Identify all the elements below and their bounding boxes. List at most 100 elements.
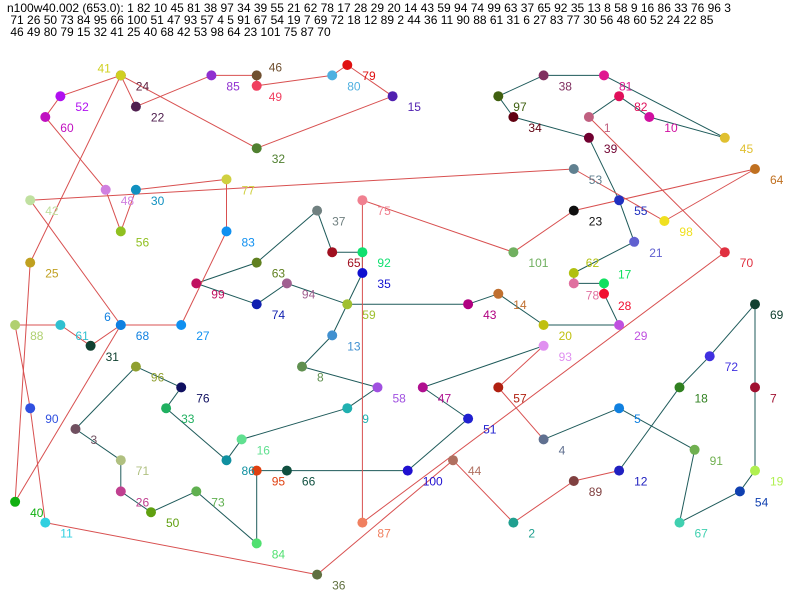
node-label-72: 72: [725, 360, 739, 374]
tour-edge-87-70: [362, 251, 726, 524]
node-100: [402, 465, 413, 476]
tour-edge-94-74: [256, 282, 288, 305]
tour-edge-22-85: [135, 74, 212, 108]
node-8: [297, 361, 307, 372]
node-label-75: 75: [377, 204, 391, 218]
node-label-60: 60: [60, 121, 74, 135]
node-52: [55, 91, 66, 102]
node-label-70: 70: [740, 256, 754, 270]
node-5: [614, 403, 625, 414]
node-label-93: 93: [559, 350, 573, 364]
tour-header-line-3: 46 49 80 79 15 32 41 25 40 68 42 53 98 6…: [7, 25, 331, 39]
tour-edge-55-21: [618, 200, 635, 242]
tour-edge-56-48: [105, 189, 122, 232]
node-label-27: 27: [196, 329, 210, 343]
node-71: [115, 455, 126, 466]
tour-edge-99-63: [196, 262, 257, 284]
tour-edge-64-23: [573, 168, 756, 212]
node-label-101: 101: [528, 256, 548, 270]
tour-edge-24-22: [120, 75, 137, 107]
node-41: [115, 70, 126, 81]
tour-edge-101-75: [362, 199, 514, 253]
node-89: [568, 476, 579, 486]
tour-edge-21-62: [573, 241, 635, 274]
node-55: [614, 195, 625, 206]
node-32: [251, 143, 262, 154]
node-60: [40, 112, 51, 122]
node-label-73: 73: [211, 495, 225, 509]
node-51: [463, 413, 474, 424]
node-4: [538, 434, 549, 445]
node-70: [719, 247, 730, 258]
tour-edge-73-84: [195, 491, 258, 544]
node-47: [417, 382, 428, 393]
node-29: [614, 320, 625, 330]
node-label-14: 14: [513, 298, 527, 312]
node-82: [614, 91, 625, 102]
node-label-33: 33: [181, 412, 195, 426]
tour-edge-52-24: [60, 74, 121, 97]
node-label-43: 43: [483, 308, 497, 322]
nodes: 1234567891011121314151617181920212223242…: [10, 60, 784, 593]
node-74: [251, 299, 262, 310]
tour-edge-34-39: [513, 116, 590, 139]
tour-edge-98-64: [664, 168, 756, 222]
node-label-31: 31: [106, 350, 120, 364]
node-label-25: 25: [45, 267, 59, 281]
node-56: [115, 226, 126, 237]
tour-edge-93-57: [497, 345, 544, 388]
node-28: [599, 288, 609, 299]
tour-edge-59-94: [286, 282, 348, 305]
tour-edge-89-2: [513, 480, 575, 524]
node-10: [644, 112, 655, 122]
tour-edge-72-18: [679, 355, 711, 388]
node-label-97: 97: [513, 100, 527, 114]
tour-edge-53-98: [573, 168, 665, 222]
node-label-42: 42: [45, 204, 59, 218]
node-label-56: 56: [136, 235, 150, 249]
tour-edge-77-30: [135, 178, 227, 191]
tour-edge-47-93: [422, 345, 544, 388]
node-label-4: 4: [559, 443, 566, 457]
node-label-10: 10: [664, 121, 678, 135]
node-64: [750, 164, 760, 174]
node-label-92: 92: [377, 256, 391, 270]
node-42: [25, 195, 36, 206]
node-label-8: 8: [317, 371, 324, 385]
node-98: [659, 216, 670, 226]
node-label-5: 5: [634, 412, 641, 426]
tour-edge-14-43: [467, 293, 499, 305]
node-39: [583, 132, 594, 143]
node-25: [25, 257, 36, 268]
node-16: [236, 434, 247, 445]
tour-edge-48-60: [44, 116, 107, 191]
node-label-7: 7: [770, 391, 777, 405]
node-label-16: 16: [257, 443, 271, 457]
tour-edge-40-68: [14, 324, 122, 503]
node-50: [146, 507, 156, 518]
node-78: [568, 278, 579, 289]
node-label-71: 71: [136, 464, 150, 478]
node-label-13: 13: [347, 339, 361, 353]
node-label-20: 20: [559, 329, 573, 343]
node-58: [372, 382, 383, 393]
node-93: [538, 340, 549, 351]
tour-edge-20-14: [498, 293, 544, 326]
node-53: [568, 164, 579, 174]
node-label-41: 41: [97, 61, 111, 75]
node-48: [100, 184, 111, 195]
tour-edge-50-73: [150, 490, 197, 513]
node-3: [70, 424, 81, 434]
node-26: [115, 486, 126, 497]
tour-edge-68-42: [29, 199, 122, 326]
node-68: [115, 320, 126, 330]
tour-edge-25-40: [14, 262, 31, 502]
node-label-44: 44: [468, 464, 482, 478]
node-label-18: 18: [695, 391, 709, 405]
node-85: [206, 70, 217, 81]
node-54: [734, 486, 745, 497]
node-label-34: 34: [528, 121, 542, 135]
tour-edge-9-16: [241, 407, 348, 440]
node-label-85: 85: [226, 79, 240, 93]
